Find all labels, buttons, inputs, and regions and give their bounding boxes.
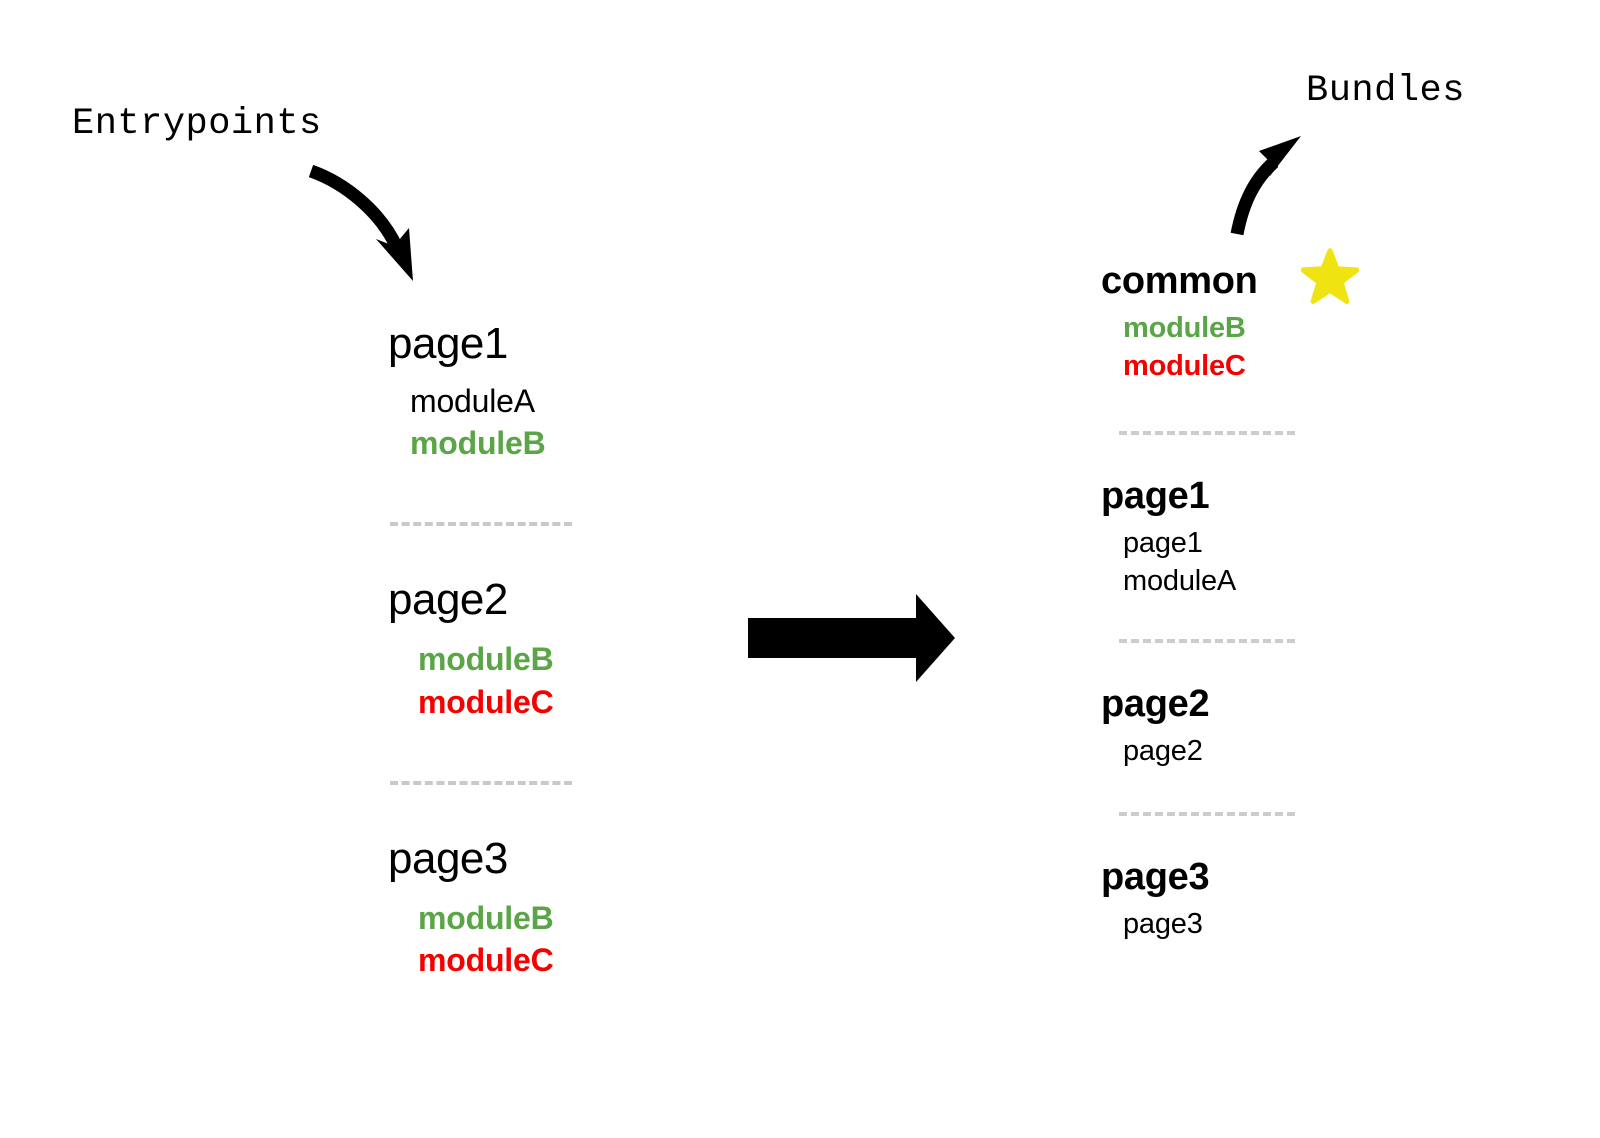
bundle-group-page2[interactable]: page2 page2 bbox=[1101, 685, 1401, 771]
bundle-group-common[interactable]: common moduleB moduleC bbox=[1101, 248, 1401, 385]
bundle-group-title: common bbox=[1101, 260, 1258, 302]
bundle-group-page1[interactable]: page1 page1 moduleA bbox=[1101, 477, 1401, 600]
curved-arrow-down-right-icon bbox=[308, 164, 413, 281]
bundle-group-title: page3 bbox=[1101, 856, 1210, 899]
module-item: moduleC bbox=[418, 942, 554, 979]
bundle-group-title: page1 bbox=[1101, 475, 1210, 518]
entrypoint-group-page3[interactable]: page3 moduleB moduleC bbox=[388, 833, 648, 981]
entrypoint-module-list: moduleB moduleC bbox=[388, 638, 648, 722]
entrypoint-divider bbox=[390, 780, 572, 785]
bundle-module-list: page2 bbox=[1101, 733, 1401, 771]
entrypoint-divider bbox=[390, 522, 572, 527]
entrypoint-group-title: page2 bbox=[388, 575, 508, 625]
bundle-group-page3[interactable]: page3 page3 bbox=[1101, 858, 1401, 944]
bundles-label: Bundles bbox=[1306, 70, 1465, 112]
bundles-column: common moduleB moduleC page1 page1 modul… bbox=[1101, 248, 1401, 944]
entrypoints-column: page1 moduleA moduleB page2 moduleB modu… bbox=[388, 322, 648, 981]
module-item: moduleC bbox=[1123, 349, 1246, 382]
module-item: moduleC bbox=[418, 683, 554, 720]
module-item: moduleA bbox=[1123, 565, 1237, 598]
module-item: moduleB bbox=[418, 899, 554, 936]
bundle-module-list: moduleB moduleC bbox=[1101, 310, 1401, 385]
entrypoint-group-page1[interactable]: page1 moduleA moduleB bbox=[388, 322, 648, 464]
entrypoint-group-title: page1 bbox=[388, 319, 508, 368]
bundle-divider bbox=[1119, 812, 1295, 817]
block-arrow-right-icon bbox=[748, 594, 955, 682]
bundle-module-list: page3 bbox=[1101, 906, 1401, 944]
module-item: page3 bbox=[1123, 908, 1203, 941]
entrypoint-module-list: moduleA moduleB bbox=[388, 380, 648, 464]
module-item: moduleB bbox=[1123, 312, 1246, 344]
entrypoint-group-title: page3 bbox=[388, 833, 508, 883]
entrypoints-label: Entrypoints bbox=[72, 103, 322, 145]
bundle-divider bbox=[1119, 431, 1295, 436]
module-item: moduleA bbox=[410, 383, 535, 419]
curved-arrow-up-right-icon bbox=[1230, 136, 1301, 236]
bundle-module-list: page1 moduleA bbox=[1101, 525, 1401, 600]
module-item: page2 bbox=[1123, 734, 1203, 767]
entrypoint-module-list: moduleB moduleC bbox=[388, 897, 648, 981]
module-item: page1 bbox=[1123, 527, 1203, 560]
star-icon bbox=[1301, 248, 1359, 304]
entrypoint-group-page2[interactable]: page2 moduleB moduleC bbox=[388, 578, 648, 722]
bundle-group-title: page2 bbox=[1101, 682, 1210, 725]
bundle-divider bbox=[1119, 638, 1295, 643]
module-item: moduleB bbox=[418, 641, 554, 678]
module-item: moduleB bbox=[410, 425, 546, 462]
